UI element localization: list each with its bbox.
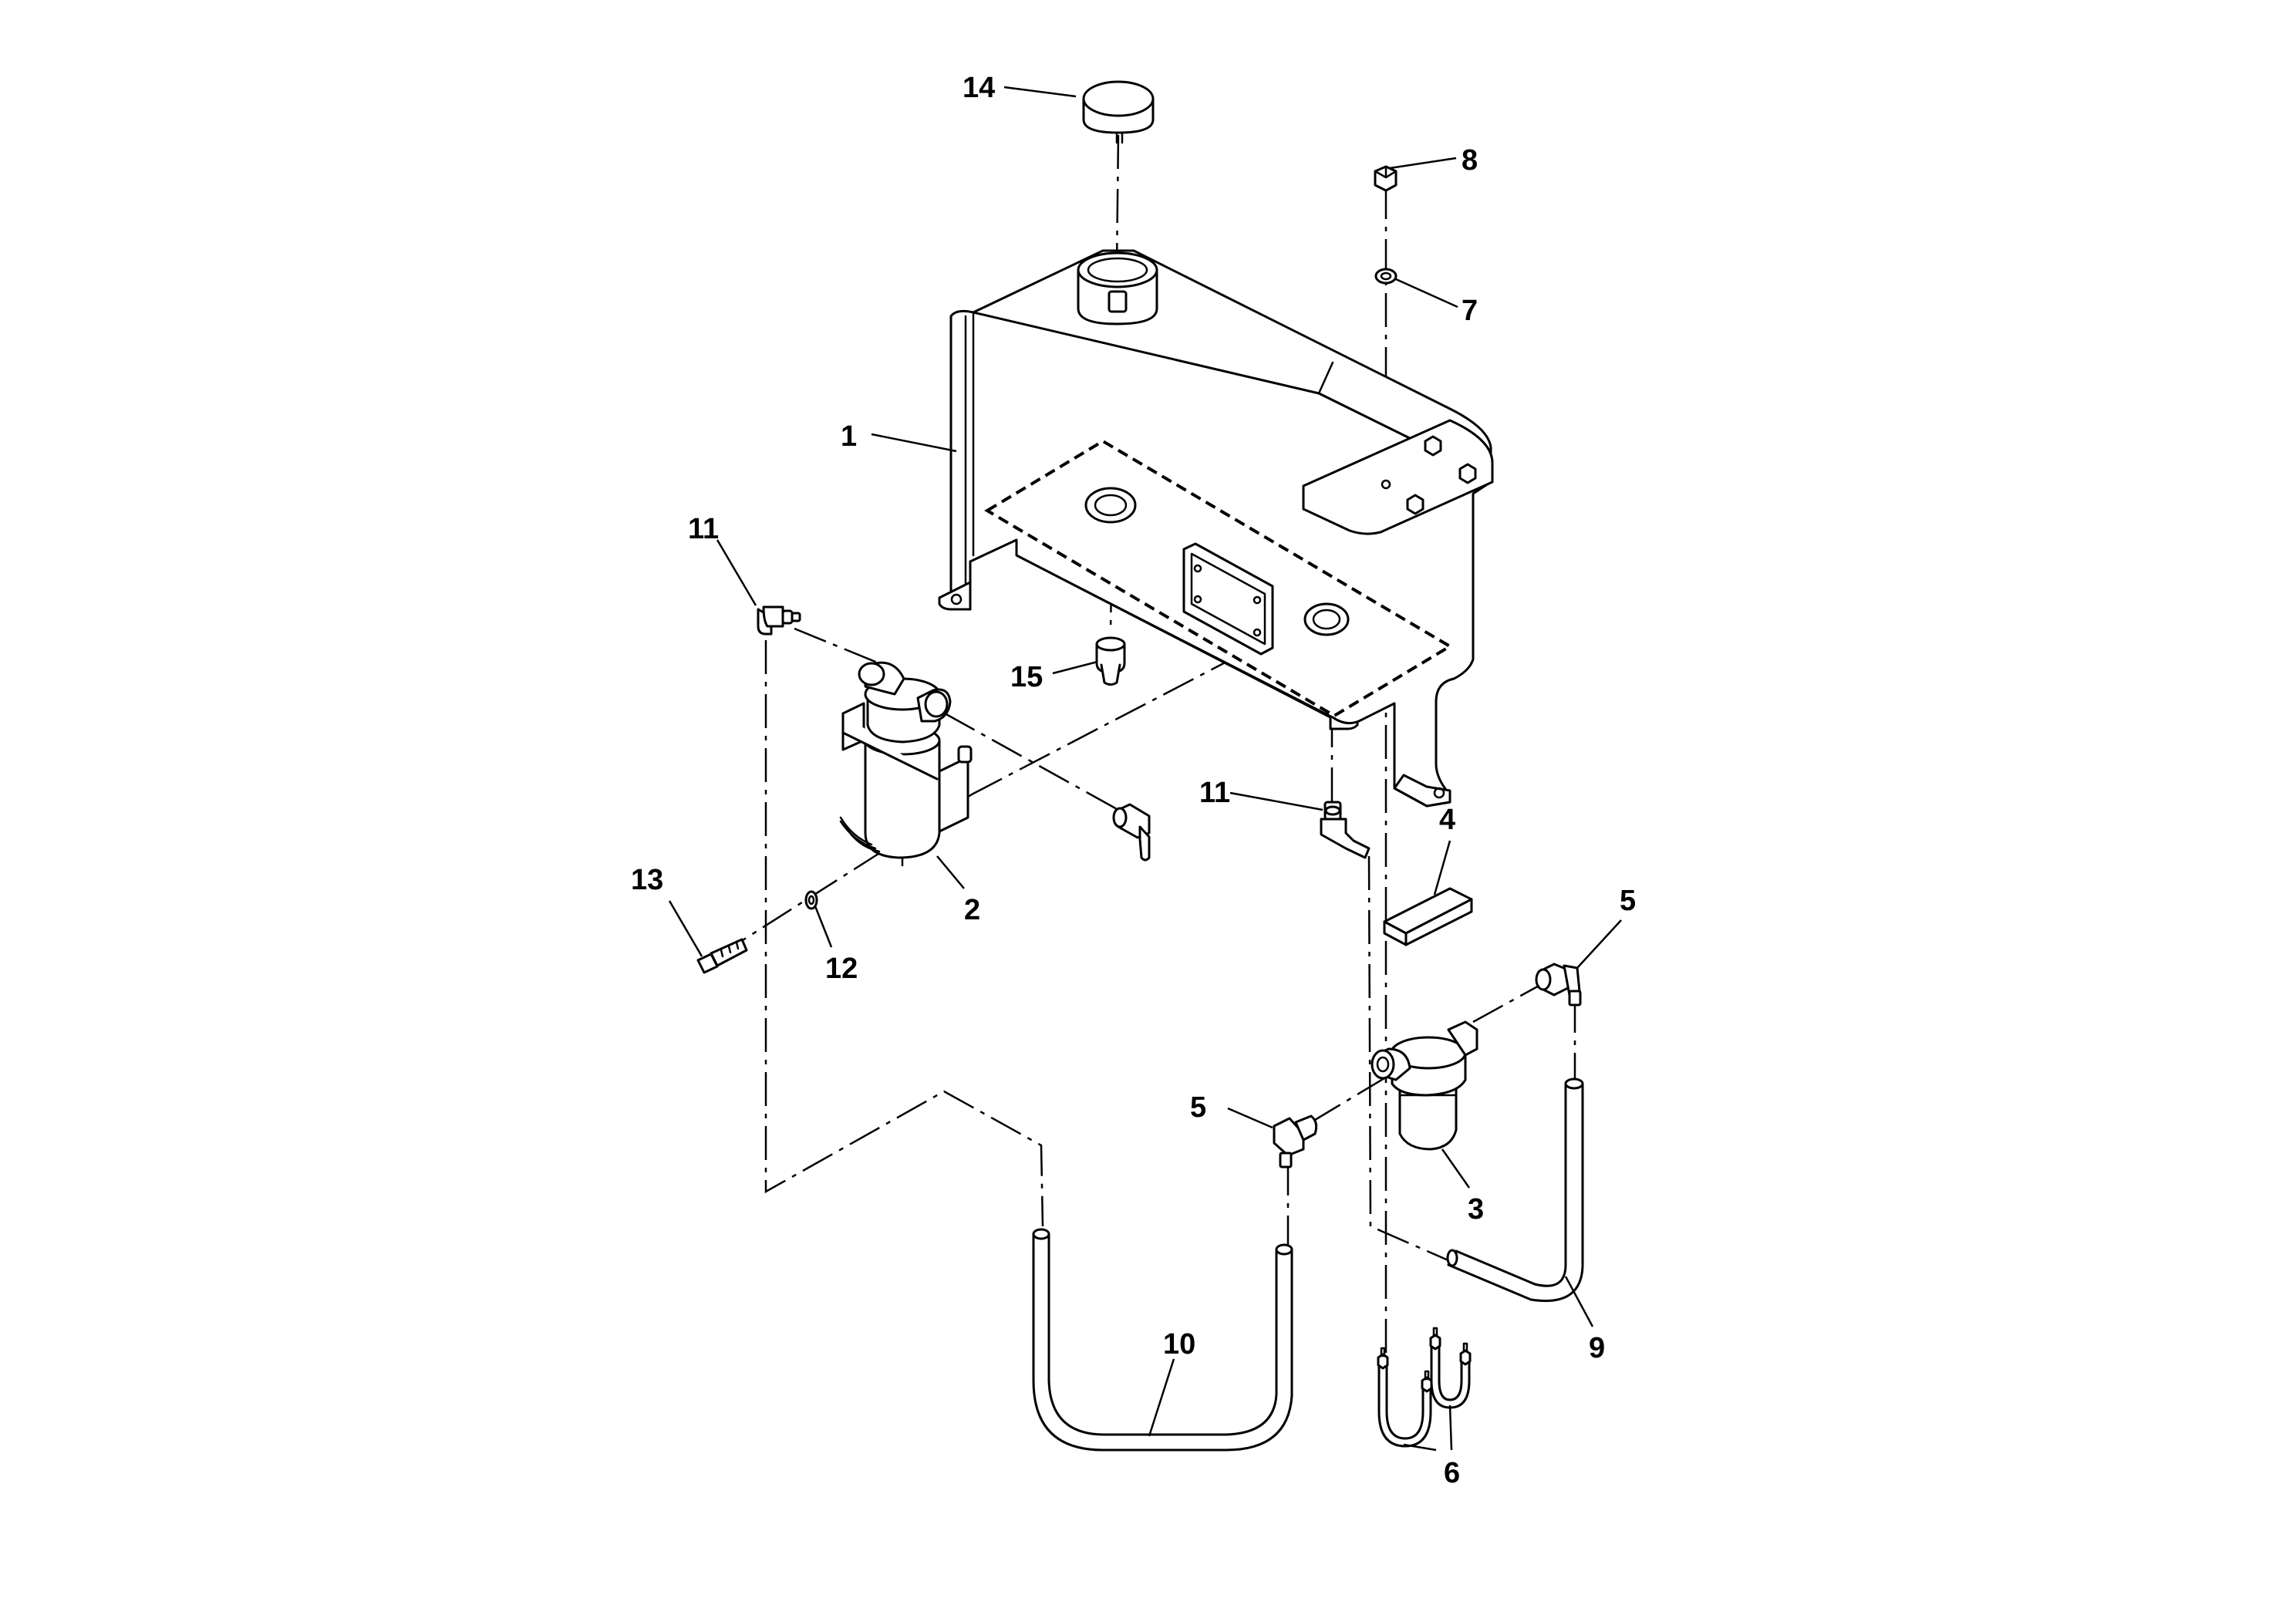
elbow-11-mid-right xyxy=(1320,801,1371,859)
elbow-11-upper-left xyxy=(757,605,801,636)
plate-nuts xyxy=(1406,435,1477,515)
hydraulic-tank xyxy=(938,249,1494,808)
filler-neck xyxy=(1077,251,1158,325)
u-bolt-6-back xyxy=(1429,1327,1472,1409)
callout-11-middle: 11 xyxy=(1199,777,1230,809)
callout-6: 6 xyxy=(1444,1457,1460,1489)
callout-2: 2 xyxy=(964,894,980,926)
elbow-5-right xyxy=(1535,963,1582,1007)
callout-14: 14 xyxy=(963,72,995,104)
callout-8: 8 xyxy=(1462,144,1478,177)
callout-4: 4 xyxy=(1439,804,1455,836)
callout-labels: 14 8 7 1 11 15 11 4 5 2 13 12 5 3 10 9 6 xyxy=(631,72,1636,1489)
hose-9 xyxy=(1446,1077,1584,1303)
decal-4 xyxy=(1383,887,1473,946)
sender xyxy=(1095,636,1126,686)
bolt-13 xyxy=(696,938,748,974)
callout-11-top: 11 xyxy=(688,513,719,545)
hose-10 xyxy=(1032,1228,1293,1452)
nut-8 xyxy=(1374,165,1397,192)
callout-13: 13 xyxy=(631,864,663,896)
washer-7 xyxy=(1374,268,1397,285)
outlet-port xyxy=(1303,602,1350,636)
callout-7: 7 xyxy=(1462,295,1478,327)
elbow-11-mid-left xyxy=(1112,803,1151,862)
callout-5-right: 5 xyxy=(1620,885,1636,917)
callout-15: 15 xyxy=(1010,661,1043,693)
washer-12 xyxy=(804,890,818,910)
callout-3: 3 xyxy=(1468,1193,1484,1226)
callout-12: 12 xyxy=(825,953,858,985)
filler-cap xyxy=(1082,80,1155,144)
strainer-3 xyxy=(1371,1020,1478,1151)
callout-10: 10 xyxy=(1163,1328,1195,1361)
elbow-5-left xyxy=(1273,1114,1318,1168)
u-bolt-6-front xyxy=(1377,1347,1433,1448)
return-filter xyxy=(839,661,973,867)
leader-lines xyxy=(668,86,1622,1452)
sight-gauge xyxy=(1182,542,1274,656)
drain-port xyxy=(1084,487,1137,524)
callout-9: 9 xyxy=(1589,1332,1605,1364)
callout-1: 1 xyxy=(841,420,857,453)
callout-5-left: 5 xyxy=(1190,1091,1206,1124)
